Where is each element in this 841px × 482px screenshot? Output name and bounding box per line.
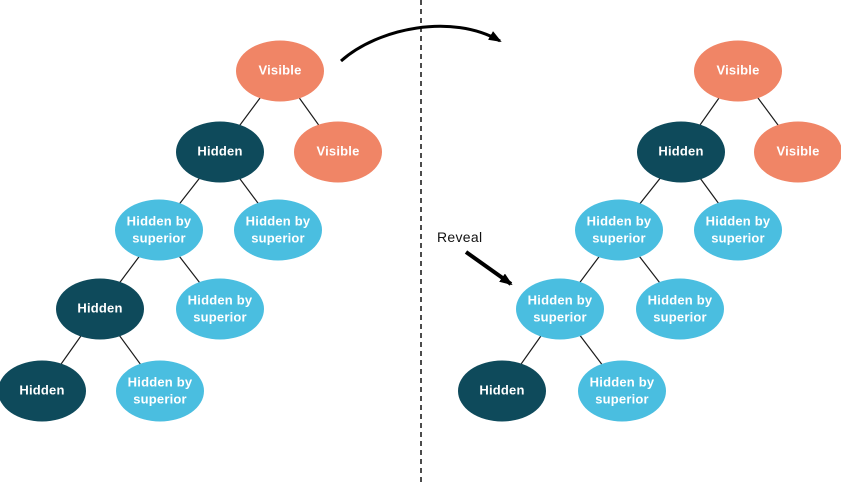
node-R4-hidden-by-superior: Hidden by superior xyxy=(575,199,663,261)
node-L3-visible: Visible xyxy=(294,121,382,183)
reveal-arrow xyxy=(464,250,513,286)
node-L9-hidden-by-superior: Hidden by superior xyxy=(116,360,204,422)
node-R7-hidden-by-superior: Hidden by superior xyxy=(636,278,724,340)
node-R3-visible: Visible xyxy=(754,121,841,183)
node-L4-hidden-by-superior: Hidden by superior xyxy=(115,199,203,261)
reveal-label: Reveal xyxy=(437,229,483,245)
node-L2-hidden: Hidden xyxy=(176,121,264,183)
node-L6-hidden: Hidden xyxy=(56,278,144,340)
node-R5-hidden-by-superior: Hidden by superior xyxy=(694,199,782,261)
node-L8-hidden: Hidden xyxy=(0,360,86,422)
node-R2-hidden: Hidden xyxy=(637,121,725,183)
node-L7-hidden-by-superior: Hidden by superior xyxy=(176,278,264,340)
node-L1-visible: Visible xyxy=(236,40,324,102)
node-R6-hidden-by-superior: Hidden by superior xyxy=(516,278,604,340)
node-R8-hidden: Hidden xyxy=(458,360,546,422)
node-R9-hidden-by-superior: Hidden by superior xyxy=(578,360,666,422)
transition-arrow xyxy=(340,24,502,63)
node-L5-hidden-by-superior: Hidden by superior xyxy=(234,199,322,261)
node-R1-visible: Visible xyxy=(694,40,782,102)
